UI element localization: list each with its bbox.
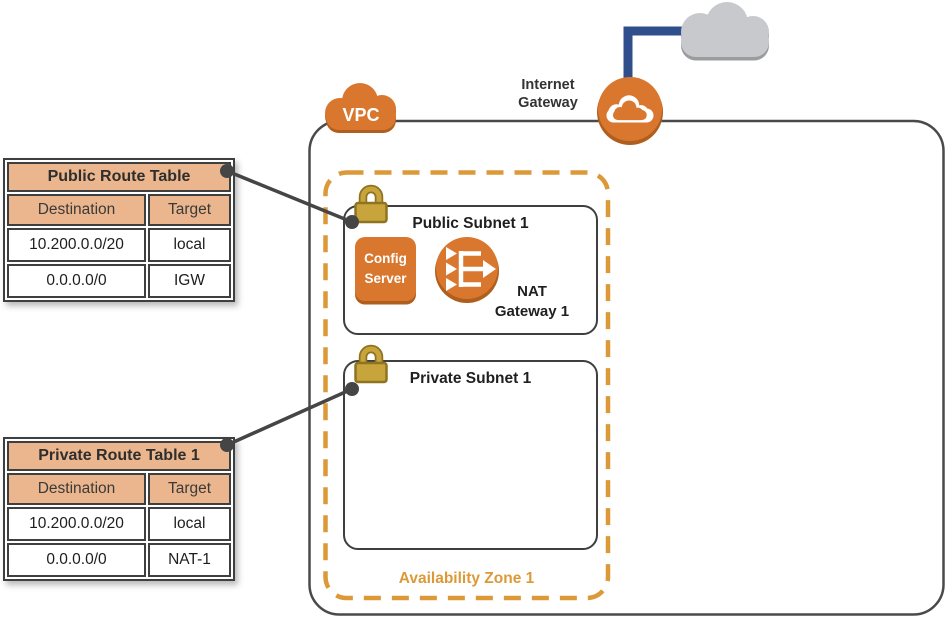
route-destination-cell: 10.200.0.0/20 (7, 507, 146, 541)
route-destination-cell: 0.0.0.0/0 (7, 543, 146, 577)
nat-gateway-label: NAT Gateway 1 (478, 282, 586, 322)
vpc-label: VPC (342, 105, 379, 125)
internet-gateway-label-line2: Gateway (518, 94, 578, 111)
config-server-label-line2: Server (364, 271, 407, 286)
private-route-table: Private Route Table 1 Destination Target… (3, 437, 235, 581)
private-subnet-label: Private Subnet 1 (409, 370, 532, 387)
internet-cloud-icon (681, 2, 769, 61)
target-column-header: Target (148, 194, 231, 226)
private-route-connector-line (220, 382, 359, 452)
public-subnet-label: Public Subnet 1 (412, 215, 529, 232)
route-destination-cell: 10.200.0.0/20 (7, 228, 146, 262)
nat-gateway-label-line1: NAT (517, 283, 547, 300)
vpc-cloud-icon: VPC (325, 83, 396, 133)
route-destination-cell: 0.0.0.0/0 (7, 264, 146, 298)
route-target-cell: local (148, 228, 231, 262)
route-target-cell: local (148, 507, 231, 541)
config-server-box: Config Server (355, 237, 416, 301)
route-table-title: Public Route Table (7, 162, 231, 192)
config-server-label-line1: Config (364, 251, 407, 266)
destination-column-header: Destination (7, 194, 146, 226)
internet-connection-line (623, 26, 695, 88)
destination-column-header: Destination (7, 473, 146, 505)
nat-gateway-label-line2: Gateway 1 (494, 303, 570, 320)
public-route-table: Public Route Table Destination Target 10… (3, 158, 235, 302)
target-column-header: Target (148, 473, 231, 505)
availability-zone-label: Availability Zone 1 (398, 570, 535, 587)
private-subnet-box: Private Subnet 1 (343, 360, 598, 550)
route-target-cell: IGW (148, 264, 231, 298)
route-table-title: Private Route Table 1 (7, 441, 231, 471)
internet-gateway-label: Internet Gateway (498, 77, 598, 112)
public-route-connector-line (220, 164, 359, 229)
route-target-cell: NAT-1 (148, 543, 231, 577)
internet-gateway-label-line1: Internet (521, 77, 575, 93)
internet-gateway-icon (597, 77, 663, 145)
